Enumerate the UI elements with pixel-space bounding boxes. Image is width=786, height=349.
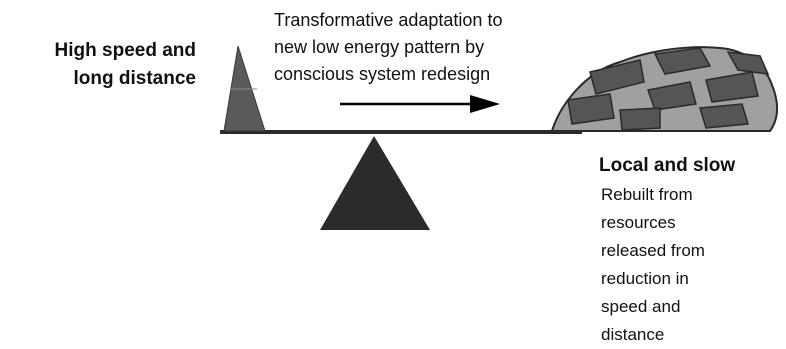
rock-block [589,59,645,95]
rock-block [653,47,712,75]
rock-block [647,81,697,111]
transformation-description: Transformative adaptation to new low ene… [274,10,503,84]
rock-pile [550,46,778,132]
rock-block [567,93,615,125]
rock-block [726,51,770,75]
rock-block [699,103,749,129]
seesaw-beam [220,130,582,134]
seesaw-fulcrum [320,136,430,230]
right-title: Local and slow [599,155,736,176]
left-label: High speed and long distance [54,40,196,89]
rock-block [619,107,661,131]
transformation-arrow-head [470,95,500,113]
right-description: Rebuilt from resources released from red… [601,185,705,344]
rock-block [705,71,759,103]
